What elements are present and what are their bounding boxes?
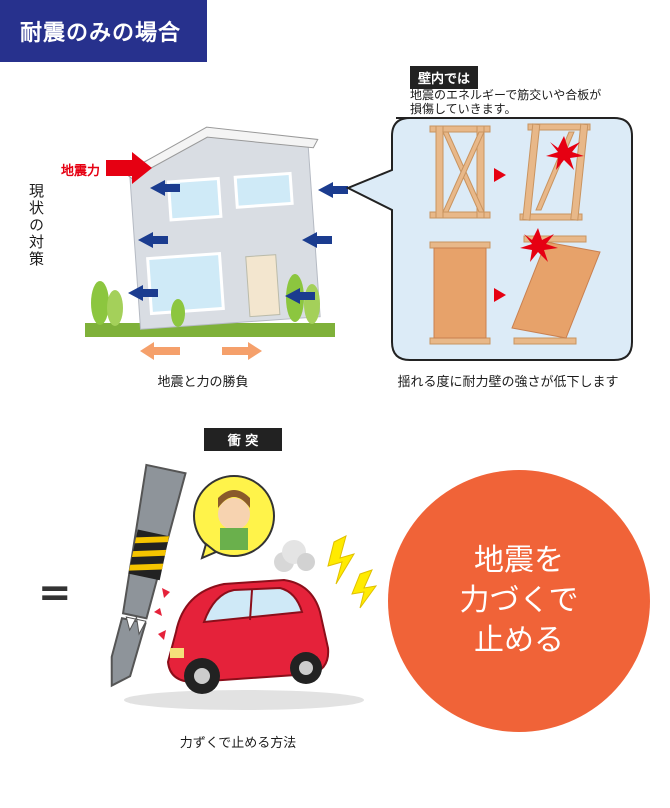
- blue-arrow-icon: [128, 285, 158, 301]
- door: [245, 254, 281, 318]
- blue-arrow-icon: [285, 288, 315, 304]
- side-label: 現状の対策: [27, 183, 45, 268]
- crash-caption: 力ずくで止める方法: [179, 736, 297, 751]
- title-banner: 耐震のみの場合: [0, 0, 207, 62]
- ground: [85, 323, 335, 337]
- braced-frame: [429, 125, 491, 219]
- damaged-plywood-frame: [511, 235, 601, 345]
- house-caption: 地震と力の勝負: [157, 375, 249, 390]
- tug-arrows-icon: [140, 342, 262, 360]
- window: [146, 251, 225, 316]
- crash-tag: 衝 突: [204, 428, 282, 451]
- window: [233, 171, 294, 209]
- person-face-icon: [218, 498, 250, 530]
- circle-text: 地震を 力づくで 止める: [459, 543, 579, 658]
- plywood-frame: [429, 241, 491, 345]
- resistance-arrows: [128, 180, 348, 304]
- blue-arrow-icon: [302, 232, 332, 248]
- tree-icon: [107, 290, 123, 326]
- spark-icon: [327, 535, 356, 585]
- arrow-right-icon: [494, 288, 506, 302]
- blue-arrow-icon: [318, 182, 348, 198]
- blue-arrow-icon: [150, 180, 180, 196]
- tree-icon: [171, 299, 185, 327]
- wall-bubble: [345, 117, 633, 361]
- spark-icon: [351, 569, 378, 609]
- force-arrow-icon: [106, 152, 152, 184]
- stop-force-circle: 地震を 力づくで 止める: [388, 470, 650, 732]
- equals-sign: =: [38, 570, 72, 616]
- wall-note: 地震のエネルギーで筋交いや合板が 損傷していきます。: [410, 88, 602, 116]
- house-illustration: [85, 126, 348, 337]
- tree-icon: [304, 284, 320, 324]
- arrow-right-icon: [494, 168, 506, 182]
- damage-burst-icon: [520, 228, 558, 262]
- wall-caption: 揺れる度に耐力壁の強さが低下します: [397, 375, 619, 390]
- page-title: 耐震のみの場合: [20, 21, 182, 46]
- blue-arrow-icon: [138, 232, 168, 248]
- hazard-stripes: [128, 529, 170, 581]
- crash-illustration: [110, 463, 378, 710]
- red-car: [166, 578, 330, 694]
- utility-pole: [110, 463, 187, 688]
- force-label: 地震力: [61, 164, 101, 179]
- tree-icon: [91, 281, 109, 325]
- damage-burst-icon: [546, 136, 584, 170]
- wall-tag: 壁内では: [410, 66, 479, 89]
- window: [166, 176, 223, 222]
